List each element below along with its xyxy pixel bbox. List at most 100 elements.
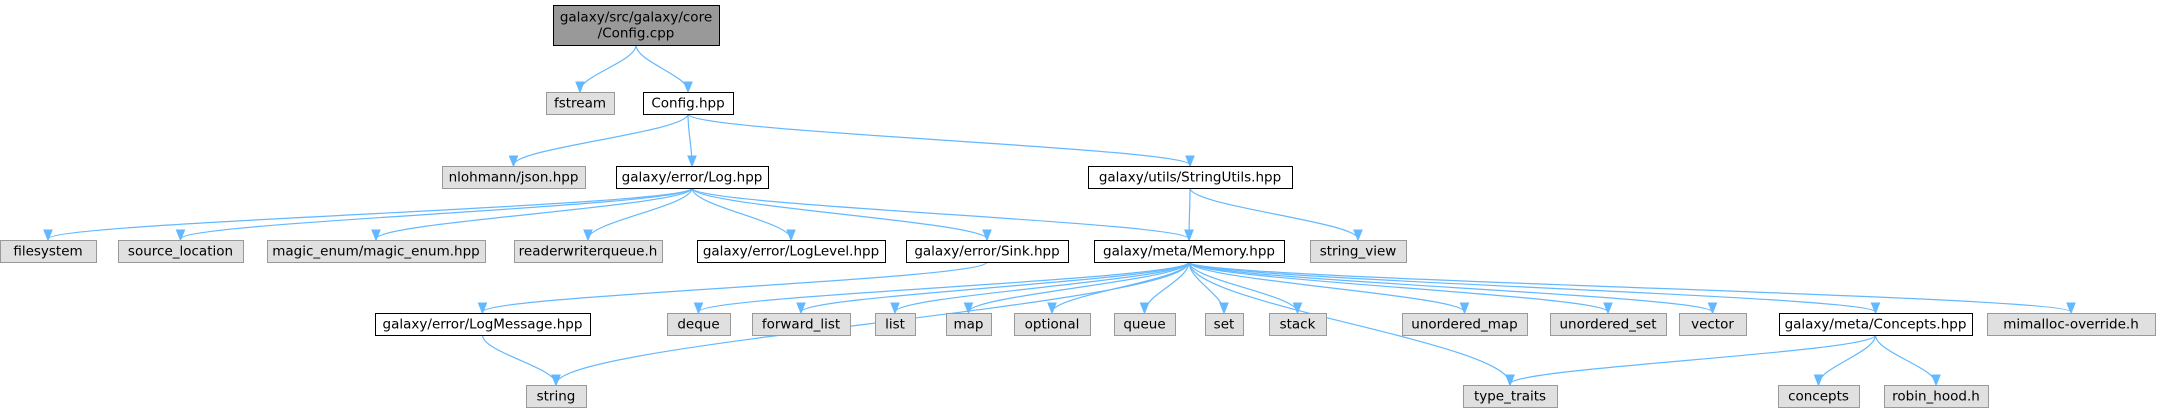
node-box-unordered_map	[1402, 313, 1528, 336]
node-set: set	[1205, 313, 1244, 336]
node-label-stack-0: stack	[1280, 317, 1316, 333]
node-label-list-0: list	[885, 317, 905, 333]
node-box-loglevel	[697, 240, 886, 263]
node-label-rwqueue-0: readerwriterqueue.h	[519, 244, 658, 260]
node-label-mimalloc-0: mimalloc-override.h	[2003, 317, 2139, 333]
node-config_hpp[interactable]: Config.hpp	[643, 92, 734, 115]
node-box-stack	[1269, 313, 1327, 336]
edge-memory-to-map	[969, 261, 1190, 312]
node-json: nlohmann/json.hpp	[442, 166, 586, 189]
edge-memory-to-unordered_set	[1188, 261, 1608, 312]
node-box-unordered_set	[1550, 313, 1667, 336]
node-deque: deque	[667, 313, 731, 336]
node-box-source_location	[118, 240, 244, 263]
node-label-unordered_set-0: unordered_set	[1559, 317, 1656, 333]
edge-memory-to-unordered_map	[1188, 261, 1465, 312]
edge-concepts_hpp-to-type_traits	[1510, 334, 1877, 384]
node-concepts: concepts	[1778, 385, 1860, 408]
node-logmessage[interactable]: galaxy/error/LogMessage.hpp	[375, 313, 591, 336]
edge-memory-to-list	[895, 261, 1190, 312]
node-source_location: source_location	[118, 240, 244, 263]
node-box-rwqueue	[514, 240, 663, 263]
edge-memory-to-vector	[1188, 261, 1713, 312]
node-unordered_map: unordered_map	[1402, 313, 1528, 336]
node-filesystem: filesystem	[0, 240, 97, 263]
node-label-magic_enum-0: magic_enum/magic_enum.hpp	[272, 244, 480, 260]
node-root[interactable]: galaxy/src/galaxy/core/Config.cpp	[553, 5, 720, 46]
node-string_view: string_view	[1310, 240, 1407, 263]
node-box-forward_list	[752, 313, 851, 336]
node-label-logmessage-0: galaxy/error/LogMessage.hpp	[383, 317, 583, 333]
node-box-string	[526, 385, 587, 408]
edge-root-to-fstream	[580, 44, 637, 91]
node-map: map	[946, 313, 992, 336]
node-box-log_hpp	[616, 166, 769, 189]
node-label-optional-0: optional	[1025, 317, 1080, 333]
edge-logmessage-to-string	[481, 334, 557, 384]
edge-config_hpp-to-json	[514, 113, 689, 165]
node-box-map	[946, 313, 992, 336]
node-concepts_hpp[interactable]: galaxy/meta/Concepts.hpp	[1779, 313, 1973, 336]
node-label-deque-0: deque	[677, 317, 719, 333]
node-queue: queue	[1114, 313, 1176, 336]
node-log_hpp[interactable]: galaxy/error/Log.hpp	[616, 166, 769, 189]
node-label-set-0: set	[1214, 317, 1235, 333]
edge-memory-to-mimalloc	[1188, 261, 2071, 312]
node-sink[interactable]: galaxy/error/Sink.hpp	[906, 240, 1069, 263]
node-label-concepts_hpp-0: galaxy/meta/Concepts.hpp	[1785, 317, 1967, 333]
node-box-concepts_hpp	[1779, 313, 1973, 336]
edge-root-to-config_hpp	[635, 44, 688, 91]
edge-log_hpp-to-loglevel	[691, 187, 791, 239]
node-box-type_traits	[1463, 385, 1558, 408]
node-box-concepts	[1778, 385, 1860, 408]
node-label-root-1: /Config.cpp	[598, 26, 675, 42]
edge-log_hpp-to-memory	[691, 187, 1189, 239]
node-mimalloc: mimalloc-override.h	[1987, 313, 2156, 336]
edge-log_hpp-to-magic_enum	[376, 187, 693, 239]
node-label-concepts-0: concepts	[1788, 389, 1849, 405]
edge-log_hpp-to-sink	[691, 187, 987, 239]
node-box-queue	[1114, 313, 1176, 336]
node-box-vector	[1679, 313, 1747, 336]
edge-memory-to-type_traits	[1188, 261, 1510, 384]
node-loglevel[interactable]: galaxy/error/LogLevel.hpp	[697, 240, 886, 263]
node-stack: stack	[1269, 313, 1327, 336]
node-robin_hood: robin_hood.h	[1884, 385, 1989, 408]
node-label-string-0: string	[537, 389, 576, 405]
node-type_traits: type_traits	[1463, 385, 1558, 408]
node-stringutils[interactable]: galaxy/utils/StringUtils.hpp	[1088, 166, 1293, 189]
node-box-sink	[906, 240, 1069, 263]
node-label-source_location-0: source_location	[128, 244, 233, 260]
node-label-forward_list-0: forward_list	[762, 317, 840, 333]
edge-concepts_hpp-to-concepts	[1819, 334, 1877, 384]
node-magic_enum: magic_enum/magic_enum.hpp	[267, 240, 486, 263]
node-list: list	[875, 313, 916, 336]
node-label-config_hpp-0: Config.hpp	[651, 96, 724, 112]
edge-concepts_hpp-to-robin_hood	[1874, 334, 1937, 384]
node-label-sink-0: galaxy/error/Sink.hpp	[914, 244, 1059, 260]
node-box-mimalloc	[1987, 313, 2156, 336]
edge-memory-to-queue	[1145, 261, 1190, 312]
node-string: string	[526, 385, 587, 408]
edge-log_hpp-to-rwqueue	[588, 187, 693, 239]
node-box-fstream	[546, 92, 615, 115]
node-label-log_hpp-0: galaxy/error/Log.hpp	[622, 170, 763, 186]
edge-stringutils-to-string_view	[1189, 187, 1358, 239]
node-box-list	[875, 313, 916, 336]
node-label-queue-0: queue	[1123, 317, 1165, 333]
edge-memory-to-string	[556, 261, 1190, 384]
node-box-memory	[1094, 240, 1285, 263]
edge-memory-to-deque	[699, 261, 1190, 312]
edge-memory-to-forward_list	[801, 261, 1190, 312]
node-box-json	[442, 166, 586, 189]
node-forward_list: forward_list	[752, 313, 851, 336]
node-label-loglevel-0: galaxy/error/LogLevel.hpp	[703, 244, 879, 260]
node-memory[interactable]: galaxy/meta/Memory.hpp	[1094, 240, 1285, 263]
node-label-json-0: nlohmann/json.hpp	[449, 170, 579, 186]
edge-config_hpp-to-log_hpp	[688, 113, 692, 165]
node-box-root	[553, 5, 720, 46]
node-box-deque	[667, 313, 731, 336]
edge-log_hpp-to-source_location	[181, 187, 693, 239]
node-fstream: fstream	[546, 92, 615, 115]
